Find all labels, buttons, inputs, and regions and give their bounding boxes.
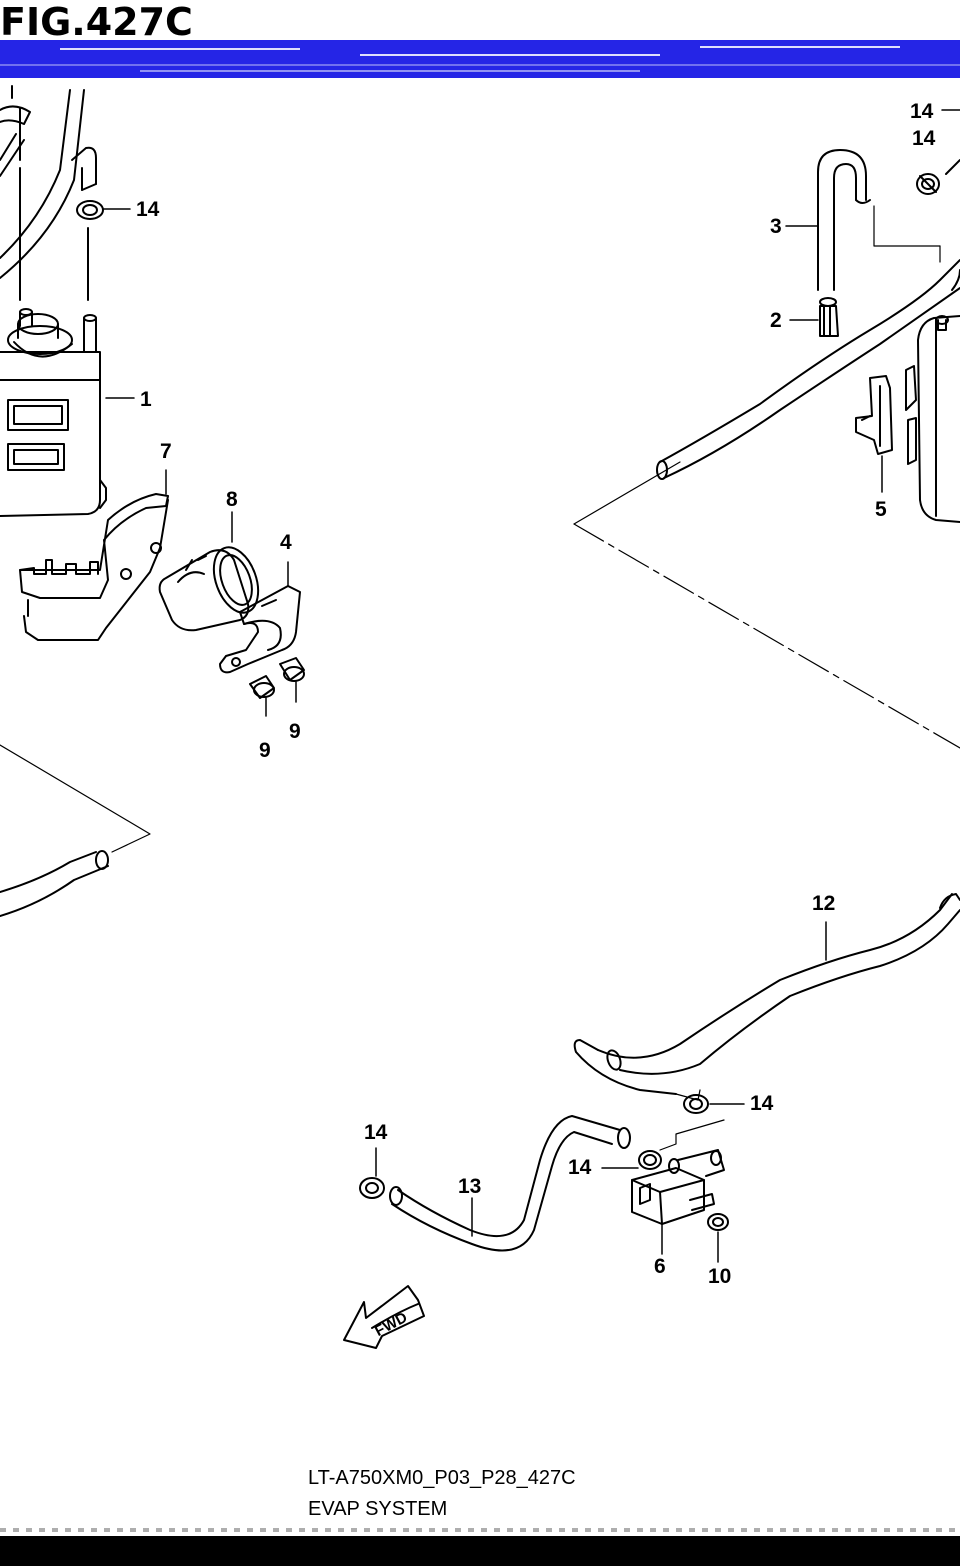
callout-14-mid: 14 <box>750 1092 774 1115</box>
scan-dash-row <box>0 1528 960 1532</box>
joint-2 <box>789 297 839 337</box>
fwd-label: FWD <box>372 1309 410 1340</box>
hose-13 <box>389 1115 631 1252</box>
hose-left-lower <box>0 850 109 917</box>
drawing-code: LT-A750XM0_P03_P28_427C <box>308 1467 576 1489</box>
bracket-5 <box>855 375 893 493</box>
nut-10 <box>707 1213 729 1263</box>
callout-7: 7 <box>160 440 172 463</box>
clamp-14-mid <box>683 1094 745 1114</box>
bolt-9-left <box>249 675 275 717</box>
hose-left-upper <box>0 85 97 301</box>
bracket-4 <box>219 561 301 674</box>
grommet-8 <box>158 511 260 632</box>
clamp-14-left-upper <box>76 200 131 220</box>
callout-9-left: 9 <box>259 739 271 762</box>
callout-4: 4 <box>280 531 292 554</box>
clamp-14-valve <box>601 1119 725 1170</box>
callout-1: 1 <box>140 388 152 411</box>
header-band <box>0 40 960 78</box>
hose-3 <box>785 149 871 291</box>
fwd-arrow <box>343 1285 425 1349</box>
bracket-7 <box>19 469 169 641</box>
callout-labels: 1 2 3 4 5 6 7 8 9 9 10 11 12 13 14 14 14… <box>120 74 936 1288</box>
bottom-bar <box>0 1536 960 1566</box>
bolt-9-right <box>279 657 305 703</box>
callout-2: 2 <box>770 309 782 332</box>
figure-caption: EVAP SYSTEM <box>308 1498 448 1520</box>
clamp-14-lower-left <box>359 1147 385 1199</box>
callout-14-left-upper: 14 <box>136 198 160 221</box>
callout-3: 3 <box>770 215 782 238</box>
solenoid-valve-6 <box>631 1149 725 1255</box>
callout-9-right: 9 <box>289 720 301 743</box>
callout-8: 8 <box>226 488 238 511</box>
hose-12 <box>573 893 960 1101</box>
hose-right-long <box>656 205 960 480</box>
canister-left <box>0 308 107 517</box>
callout-14-lower-left: 14 <box>364 1121 388 1144</box>
callout-14-right-top: 14 <box>910 100 934 123</box>
callout-6: 6 <box>654 1255 666 1278</box>
callout-10: 10 <box>708 1265 731 1288</box>
callout-14-valve: 14 <box>568 1156 592 1179</box>
callout-14-right-upper: 14 <box>912 127 936 150</box>
callout-5: 5 <box>875 498 887 521</box>
callout-13: 13 <box>458 1175 481 1198</box>
figure-title: FIG.427C <box>0 0 193 44</box>
callout-12: 12 <box>812 892 835 915</box>
clamp-14-right-upper <box>916 109 960 195</box>
